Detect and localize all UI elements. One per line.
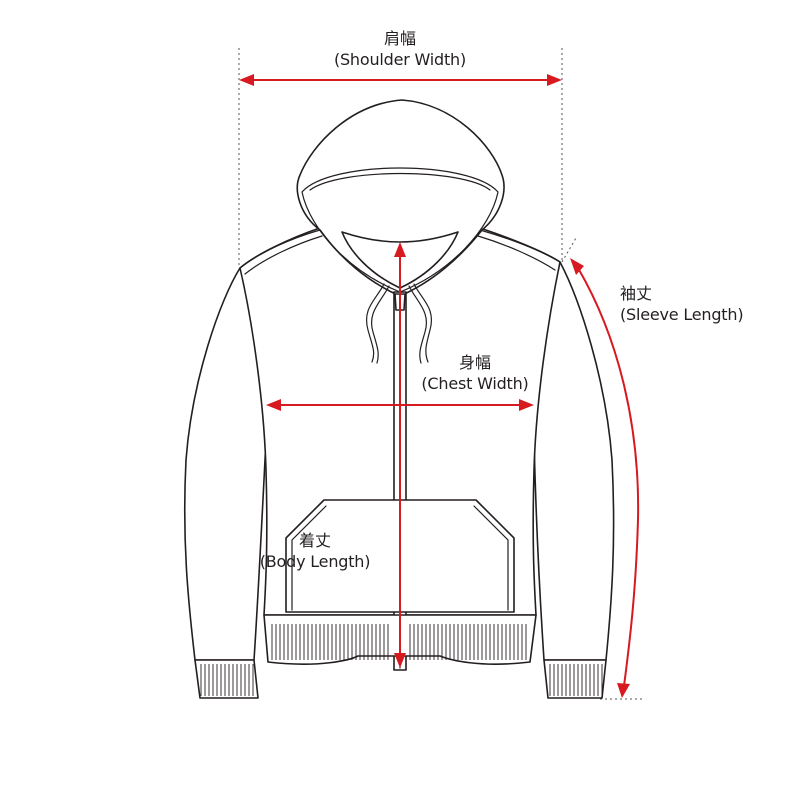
shoulder-width-en: (Shoulder Width)	[333, 50, 467, 69]
sleeve-length-label: 袖丈 (Sleeve Length)	[620, 283, 780, 325]
right-shoulder-seam	[479, 229, 561, 263]
left-shoulder-seam-inner	[244, 235, 323, 275]
drawstring-right	[413, 283, 432, 363]
drawstring-right-2	[408, 285, 427, 364]
right-cuff	[543, 659, 607, 699]
pocket-edge-left	[291, 505, 327, 611]
sleeve-length-en: (Sleeve Length)	[620, 305, 744, 324]
chest-width-label: 身幅 (Chest Width)	[405, 352, 545, 394]
sleeve-length-jp: 袖丈	[620, 284, 653, 303]
hood-opening-inner	[309, 172, 491, 191]
chest-width-en: (Chest Width)	[421, 374, 529, 393]
sleeve-length-arrow	[570, 258, 640, 698]
right-cuff-ribbing	[549, 664, 603, 696]
drawstring-left-2	[371, 285, 390, 364]
right-shoulder-seam-inner	[477, 235, 556, 271]
shoulder-width-label: 肩幅 (Shoulder Width)	[300, 28, 500, 70]
left-cuff	[194, 659, 259, 699]
sleeve-guide-top	[561, 237, 577, 263]
chest-width-jp: 身幅	[458, 353, 491, 372]
body-length-label: 着丈 (Body Length)	[240, 530, 390, 572]
left-shoulder-seam	[239, 229, 321, 269]
hem-ribbing	[271, 624, 527, 660]
body-length-jp: 着丈	[298, 531, 331, 550]
left-cuff-ribbing	[200, 664, 254, 696]
body-length-arrow	[394, 242, 406, 668]
hood-opening-outer	[301, 167, 499, 293]
body-length-en: (Body Length)	[259, 552, 371, 571]
pocket-edge-right	[473, 505, 509, 611]
drawstring-left	[366, 283, 385, 363]
shoulder-width-arrow	[239, 74, 562, 86]
shoulder-width-jp: 肩幅	[383, 29, 416, 48]
